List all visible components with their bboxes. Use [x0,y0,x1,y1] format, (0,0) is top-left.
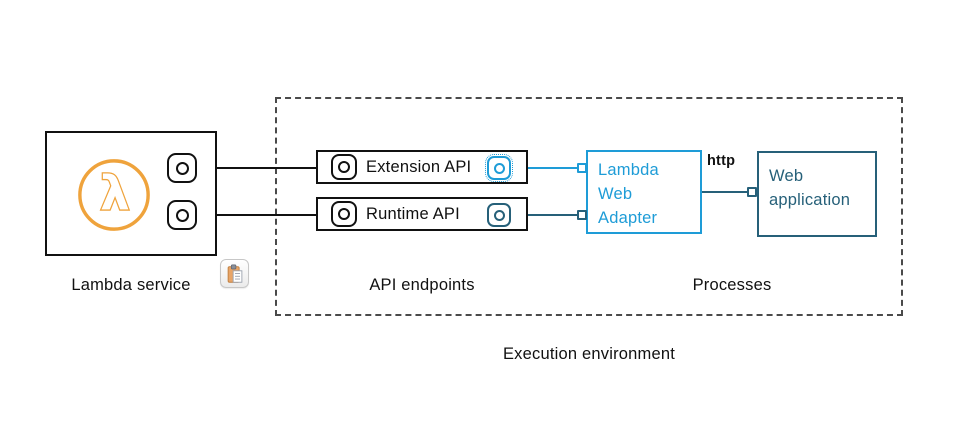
http-connection-label: http [707,153,736,169]
connector-runtime-api-to-adapter [509,214,581,216]
port-dot-icon [338,208,350,220]
connector-extension-api-to-adapter [509,167,581,169]
connector-lambda-to-runtime-api [195,214,341,216]
svg-text:λ: λ [100,168,130,222]
port-dot-icon [175,208,189,222]
adapter-label-line: Web [598,185,633,203]
lambda-extension-port-icon [167,153,197,183]
connector-adapter-to-web-application [701,191,750,193]
api-endpoints-section-label: API endpoints [369,276,475,294]
extension-api-right-port-icon [484,153,514,183]
aws-lambda-icon: λ [78,159,150,231]
execution-environment-label: Execution environment [502,345,676,363]
web-application-label-line: application [769,191,851,209]
web-application-label-line: Web [769,167,804,185]
lambda-web-adapter-box: Lambda Web Adapter [586,150,702,234]
extension-api-label: Extension API [366,157,472,176]
adapter-runtime-pin-icon [577,210,587,220]
extension-api-left-port-icon [331,154,357,180]
port-dot-icon [338,161,350,173]
adapter-label-line: Lambda [598,161,659,179]
lambda-service-label: Lambda service [71,276,191,294]
runtime-api-label: Runtime API [366,204,460,223]
web-application-pin-icon [747,187,757,197]
execution-environment-box [275,97,903,316]
lambda-service-box: λ [45,131,217,256]
port-dot-icon [493,209,505,221]
processes-section-label: Processes [692,276,772,294]
clipboard-icon [227,263,242,283]
copy-to-clipboard-button[interactable] [220,259,249,288]
adapter-label-line: Adapter [598,209,658,227]
port-dot-icon [493,162,505,174]
runtime-api-right-port-icon [487,203,511,227]
web-application-box: Web application [757,151,877,237]
lambda-runtime-port-icon [167,200,197,230]
adapter-extension-pin-icon [577,163,587,173]
port-dot-icon [175,161,189,175]
runtime-api-left-port-icon [331,201,357,227]
connector-lambda-to-extension-api [195,167,341,169]
